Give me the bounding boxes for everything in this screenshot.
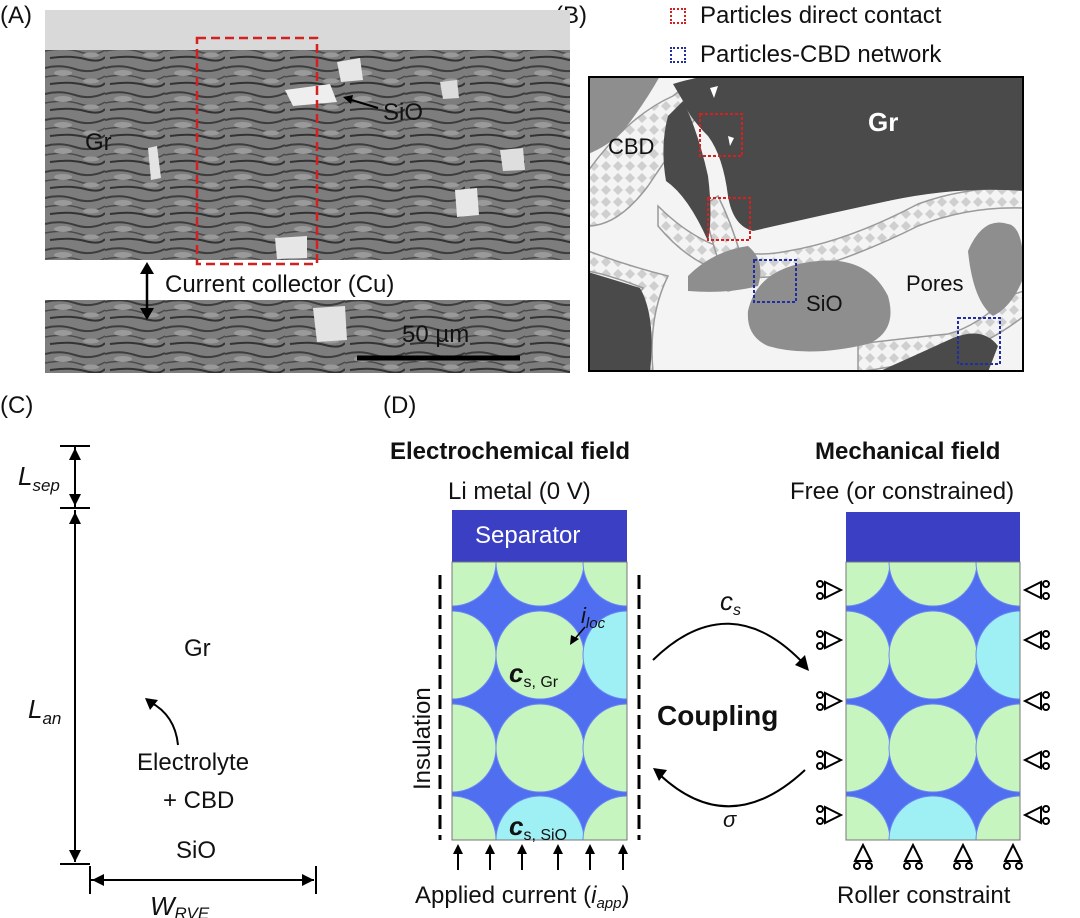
sio-particle <box>313 306 347 342</box>
direct-contact-box <box>699 113 743 157</box>
w-rve-label: WRVE <box>150 891 210 918</box>
electrolyte-pointer <box>149 701 179 746</box>
arrowhead-icon <box>795 655 809 671</box>
insulation-label: Insulation <box>409 687 436 790</box>
sio-particle <box>275 236 307 259</box>
separator-layer <box>452 510 627 562</box>
electrolyte-domain <box>452 562 627 840</box>
legend-cbd-network: Particles-CBD network <box>700 41 942 68</box>
gr-label: Gr <box>184 635 211 662</box>
cbd-network-box <box>957 317 1001 365</box>
collector-label: Current collector (Cu) <box>165 271 394 298</box>
gr-label: Gr <box>868 107 898 137</box>
sio-particle <box>500 148 525 171</box>
sio-label: SiO <box>383 99 423 126</box>
gr-particle-lobe <box>663 101 711 241</box>
cs-sio-label: cs, SiO <box>509 811 567 844</box>
gr-particle <box>878 333 998 372</box>
sio-particle <box>588 76 660 154</box>
sio-particle <box>285 84 337 106</box>
arrowhead-icon <box>343 95 353 104</box>
arrowhead-icon <box>145 698 158 710</box>
roller-constraint-label: Roller constraint <box>837 882 1011 909</box>
electrolyte-label: Electrolyte <box>137 749 249 776</box>
electrolyte-domain <box>846 562 1020 840</box>
sio-label: SiO <box>176 837 216 864</box>
sio-particle <box>747 260 891 352</box>
sio-particle <box>582 610 627 700</box>
sio-particle <box>455 188 479 217</box>
free-label: Free (or constrained) <box>790 478 1015 505</box>
microstructure-schematic: Gr CBD SiO Pores <box>588 76 1024 372</box>
l-sep-label: Lsep <box>18 461 60 495</box>
coupling-cs-label: cs <box>720 586 741 619</box>
selection-box <box>195 36 319 266</box>
separator-layer <box>846 512 1020 562</box>
applied-current-label: Applied current (iapp) <box>415 882 629 912</box>
coupling-label: Coupling <box>657 700 778 731</box>
cbd-label: + CBD <box>163 787 234 814</box>
side-rollers <box>816 580 1050 825</box>
legend-blue-swatch <box>670 47 686 63</box>
direct-contact-box <box>707 197 751 241</box>
applied-current-arrows <box>457 848 624 870</box>
gr-particle-medium <box>968 222 1024 316</box>
gr-label: Gr <box>85 129 112 156</box>
arrowhead-icon <box>140 262 154 274</box>
cbd-label: CBD <box>608 134 654 159</box>
rve-dimension-diagram: Lsep Lan Gr Electrolyte + CBD SiO WRVE <box>18 445 317 918</box>
panel-label-d: (D) <box>383 392 417 419</box>
sio-particle <box>337 58 363 82</box>
li-metal-label: Li metal (0 V) <box>448 478 591 505</box>
cbd-network-box <box>753 259 797 303</box>
gr-particle <box>588 272 652 372</box>
bottom-rollers <box>853 842 1023 870</box>
sio-particle <box>440 80 459 99</box>
sio-particle <box>495 795 585 840</box>
cs-gr-label: cs, Gr <box>509 658 559 691</box>
mechanical-title: Mechanical field <box>815 438 1001 465</box>
legend-direct-contact: Particles direct contact <box>700 2 942 29</box>
panel-label-a: (A) <box>0 2 32 29</box>
coupled-field-diagram: Separator Insulation iloc cs, Gr cs, SiO <box>409 510 1050 912</box>
iloc-label: iloc <box>581 603 606 632</box>
sio-particle <box>688 246 761 292</box>
pores-label: Pores <box>906 271 963 296</box>
electrochem-title: Electrochemical field <box>390 438 631 465</box>
coupling-arrow-top <box>652 622 806 666</box>
arrowhead-icon <box>140 308 154 320</box>
separator-label: Separator <box>475 522 580 549</box>
sem-micrograph: Gr SiO Current collector (Cu) 50 µm <box>45 10 570 373</box>
scale-label: 50 µm <box>402 321 469 348</box>
panel-label-c: (C) <box>0 392 34 419</box>
coupling-sigma-label: σ <box>723 807 737 832</box>
legend-red-swatch <box>670 8 686 24</box>
sio-particle <box>148 146 161 180</box>
coupling-arrow-bottom <box>659 769 806 808</box>
l-an-label: Lan <box>28 694 61 728</box>
sio-label: SiO <box>806 291 843 316</box>
arrowhead-icon <box>653 768 667 781</box>
gr-particle <box>673 76 1024 231</box>
